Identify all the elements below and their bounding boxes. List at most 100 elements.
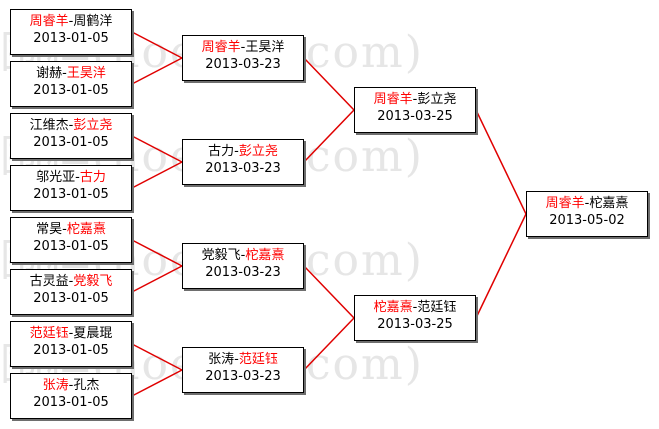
player-name: 周睿羊: [201, 40, 241, 55]
player-name: 范廷钰: [238, 352, 278, 367]
player-name: 邬光亚: [36, 170, 76, 185]
match-date: 2013-01-05: [33, 291, 109, 306]
match-players: 张涛-范廷钰: [183, 351, 303, 368]
connector-line: [475, 109, 527, 215]
player-separator: -: [412, 92, 418, 107]
player-name: 柁嘉熹: [245, 248, 285, 263]
player-separator: -: [68, 274, 74, 289]
player-separator: -: [584, 196, 590, 211]
connector-line: [303, 57, 355, 111]
player-name: 王昊洋: [245, 40, 285, 55]
player-name: 范廷钰: [417, 300, 457, 315]
player-name: 夏晨琨: [73, 326, 113, 341]
connector-line: [131, 135, 183, 163]
connector-line: [131, 31, 183, 59]
player-name: 范廷钰: [29, 326, 69, 341]
player-separator: -: [62, 222, 67, 237]
player-name: 周睿羊: [29, 14, 69, 29]
match-date: 2013-03-23: [205, 369, 281, 384]
player-separator: -: [62, 66, 67, 81]
player-name: 张涛: [42, 378, 69, 393]
player-name: 周睿羊: [373, 92, 413, 107]
match-players: 常昊-柁嘉熹: [11, 221, 131, 238]
player-name: 柁嘉熹: [66, 222, 106, 237]
match-players: 张涛-孔杰: [11, 377, 131, 394]
connector-line: [131, 161, 183, 189]
match-date: 2013-03-23: [205, 161, 281, 176]
player-separator: -: [234, 144, 239, 159]
player-name: 古灵益: [29, 274, 69, 289]
match-date: 2013-01-05: [33, 31, 109, 46]
player-separator: -: [412, 300, 418, 315]
match-players: 谢赫-王昊洋: [11, 65, 131, 82]
connector-line: [131, 265, 183, 293]
player-name: 周鹤洋: [73, 14, 113, 29]
match-date: 2013-03-23: [205, 265, 281, 280]
player-separator: -: [68, 118, 74, 133]
connector-line: [131, 343, 183, 371]
player-name: 孔杰: [73, 378, 100, 393]
connector-line: [131, 57, 183, 85]
player-separator: -: [234, 352, 239, 367]
player-name: 王昊洋: [66, 66, 106, 81]
player-name: 柁嘉熹: [373, 300, 413, 315]
connector-line: [131, 369, 183, 397]
match-date: 2013-05-02: [549, 213, 625, 228]
player-separator: -: [68, 378, 74, 393]
match-date: 2013-01-05: [33, 343, 109, 358]
match-date: 2013-01-05: [33, 135, 109, 150]
match-box: 古灵益-党毅飞 2013-01-05: [10, 269, 132, 315]
player-name: 柁嘉熹: [589, 196, 629, 211]
match-date: 2013-03-23: [205, 57, 281, 72]
match-date: 2013-01-05: [33, 239, 109, 254]
player-name: 彭立尧: [417, 92, 457, 107]
player-name: 古力: [79, 170, 106, 185]
match-date: 2013-01-05: [33, 83, 109, 98]
connector-line: [303, 109, 355, 163]
player-name: 古力: [208, 144, 235, 159]
match-players: 周睿羊-彭立尧: [355, 91, 475, 108]
player-name: 周睿羊: [545, 196, 585, 211]
player-name: 党毅飞: [73, 274, 113, 289]
match-date: 2013-01-05: [33, 187, 109, 202]
match-box: 周睿羊-周鹤洋 2013-01-05: [10, 9, 132, 55]
match-players: 邬光亚-古力: [11, 169, 131, 186]
match-date: 2013-01-05: [33, 395, 109, 410]
match-players: 古力-彭立尧: [183, 143, 303, 160]
match-players: 周睿羊-柁嘉熹: [527, 195, 647, 212]
player-name: 彭立尧: [238, 144, 278, 159]
connector-line: [475, 213, 527, 319]
match-players: 柁嘉熹-范廷钰: [355, 299, 475, 316]
match-players: 范廷钰-夏晨琨: [11, 325, 131, 342]
connector-line: [303, 265, 355, 319]
connector-line: [131, 239, 183, 267]
player-separator: -: [240, 248, 246, 263]
player-separator: -: [68, 14, 74, 29]
player-name: 常昊: [36, 222, 63, 237]
player-name: 江维杰: [29, 118, 69, 133]
match-players: 党毅飞-柁嘉熹: [183, 247, 303, 264]
connector-line: [303, 317, 355, 371]
player-name: 党毅飞: [201, 248, 241, 263]
player-name: 张涛: [208, 352, 235, 367]
match-players: 周睿羊-王昊洋: [183, 39, 303, 56]
player-separator: -: [75, 170, 80, 185]
match-date: 2013-03-25: [377, 317, 453, 332]
match-date: 2013-03-25: [377, 109, 453, 124]
player-name: 谢赫: [36, 66, 63, 81]
